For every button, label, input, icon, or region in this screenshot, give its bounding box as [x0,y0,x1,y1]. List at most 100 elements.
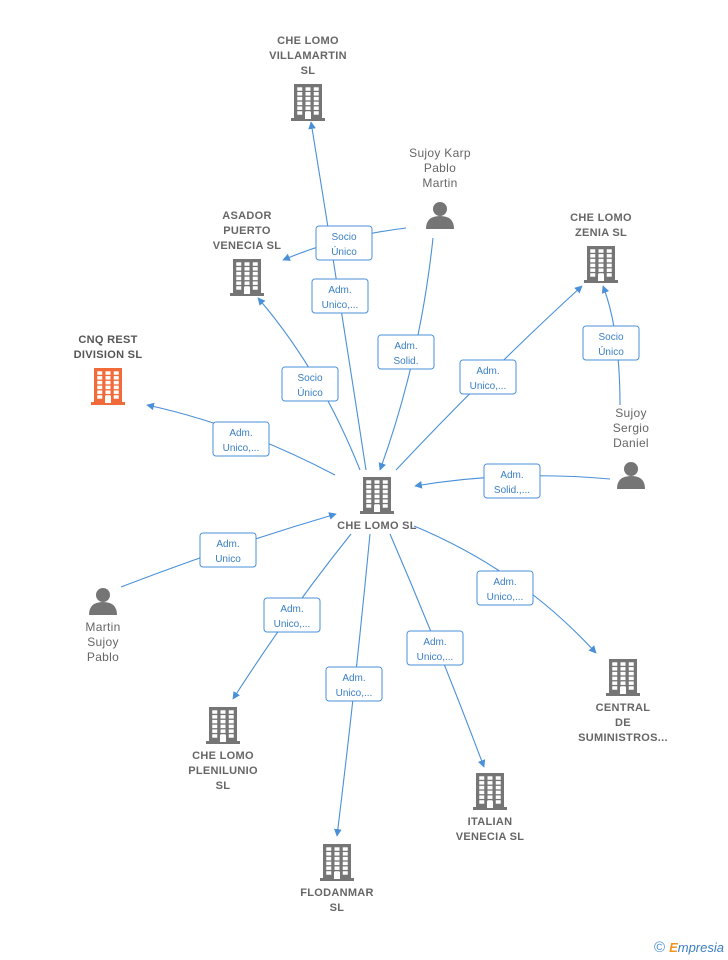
node-label-line: DIVISION SL [74,349,143,361]
node-label-line: CENTRAL [596,702,651,714]
building-window [612,671,618,676]
building-window [366,494,372,499]
building-window [305,101,311,106]
building-window [297,101,303,106]
building-window [374,480,380,484]
node-label-line: CHE LOMO SL [337,520,417,532]
building-window [479,776,485,780]
edge-label-text: Adm. [216,539,239,550]
building-window [236,267,242,271]
building-icon [291,84,325,121]
building-window [212,724,218,729]
person-body [426,216,454,229]
node-label-line: Martin [85,620,120,634]
building-icon [230,259,264,296]
node-flodanmar[interactable]: FLODANMAR SL [300,844,374,914]
node-label-line: Pablo [87,650,119,664]
building-window [305,87,311,91]
building-window [342,847,348,851]
building-door [305,112,311,119]
node-label-line: SL [330,902,345,914]
edge-label-center-to-zenia[interactable]: Adm.Unico,... [459,359,517,395]
building-window [313,106,319,110]
node-label-line: ITALIAN [468,816,513,828]
building-window [366,499,372,503]
edge-label-text: Único [297,386,323,399]
edge-label-sujoykarp-to-center[interactable]: Adm.Solid. [377,334,435,370]
edge-label-center-to-central[interactable]: Adm.Unico,... [476,570,534,606]
building-window [612,676,618,681]
person-head [96,588,110,602]
node-center[interactable]: CHE LOMO SL [337,477,417,532]
edge-label-center-to-flodanmar[interactable]: Adm.Unico,... [325,666,383,702]
building-window [228,719,234,724]
building-window [590,254,596,258]
edge-label-center-to-villamartin[interactable]: Adm.Unico,... [311,278,369,314]
building-window [620,667,626,671]
node-label-line: Pablo [424,161,456,175]
node-label-line: ASADOR [222,210,271,222]
building-window [606,268,612,272]
edge-label-center-to-plenilunio[interactable]: Adm.Unico,... [263,597,321,633]
building-window [382,485,388,489]
building-window [342,861,348,866]
edge-label-center-to-italian[interactable]: Adm.Unico,... [406,630,464,666]
footer-brand[interactable]: © Empresia [654,939,724,956]
building-window [228,710,234,714]
building-window [628,676,634,681]
building-window [113,376,119,380]
edge-label-box [263,597,321,633]
building-window [590,273,596,277]
node-label-line: FLODANMAR [300,887,374,899]
building-window [326,847,332,851]
building-window [598,263,604,268]
building-window [487,795,493,799]
building-icon [606,659,640,696]
building-window [97,395,103,399]
building-window [105,376,111,380]
building-window [228,715,234,719]
building-window [628,681,634,685]
building-window [252,276,258,281]
building-window [495,795,501,799]
node-label-line: Sujoy [615,406,647,420]
edge-label-text: Socio [297,373,322,384]
building-window [606,258,612,263]
building-window [244,271,250,276]
node-label-line: VENECIA SL [213,240,282,252]
edge-label-box [199,532,257,568]
edge-label-text: Unico,... [417,652,454,663]
person-head [433,202,447,216]
building-base [91,402,125,405]
building-window [305,96,311,101]
building-window [236,276,242,281]
building-window [113,380,119,385]
edge-label-martin-to-center[interactable]: Adm.Unico [199,532,257,568]
building-window [212,729,218,733]
building-window [212,710,218,714]
node-central[interactable]: CENTRALDESUMINISTROS... [578,659,668,744]
building-window [212,719,218,724]
edge-label-box [325,666,383,702]
edge-label-box [406,630,464,666]
edge-label-center-to-cnq[interactable]: Adm.Unico,... [212,421,270,457]
edge-label-text: Unico,... [322,300,359,311]
edge-label-sujoysergio-to-center[interactable]: Adm.Solid.,... [483,463,541,499]
person-head [624,462,638,476]
building-window [105,380,111,385]
building-window [113,385,119,390]
building-door [244,287,250,294]
building-window [606,273,612,277]
